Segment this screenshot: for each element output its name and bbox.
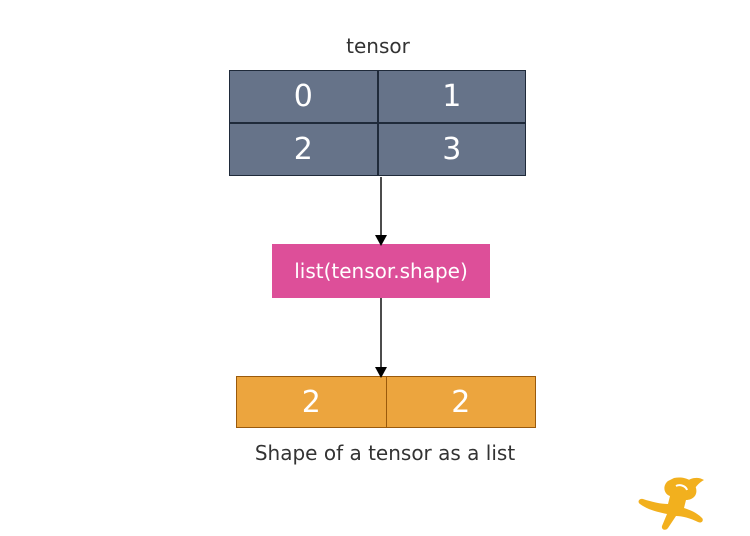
- shape-list: 2 2: [236, 376, 536, 428]
- diagram-caption: Shape of a tensor as a list: [254, 441, 516, 465]
- operation-box: list(tensor.shape): [272, 244, 490, 298]
- shape-cell: 2: [237, 377, 386, 427]
- tensor-grid: 0 1 2 3: [229, 70, 526, 176]
- mascot-logo-icon: [638, 477, 704, 530]
- arrow-operation-to-shape: [375, 298, 387, 378]
- tensor-title: tensor: [346, 34, 410, 58]
- arrow-tensor-to-operation: [375, 177, 387, 246]
- tensor-cell: 1: [378, 71, 525, 122]
- tensor-cell: 0: [230, 71, 377, 122]
- tensor-cell: 2: [230, 124, 377, 175]
- shape-cell: 2: [386, 377, 535, 427]
- tensor-cell: 3: [378, 124, 525, 175]
